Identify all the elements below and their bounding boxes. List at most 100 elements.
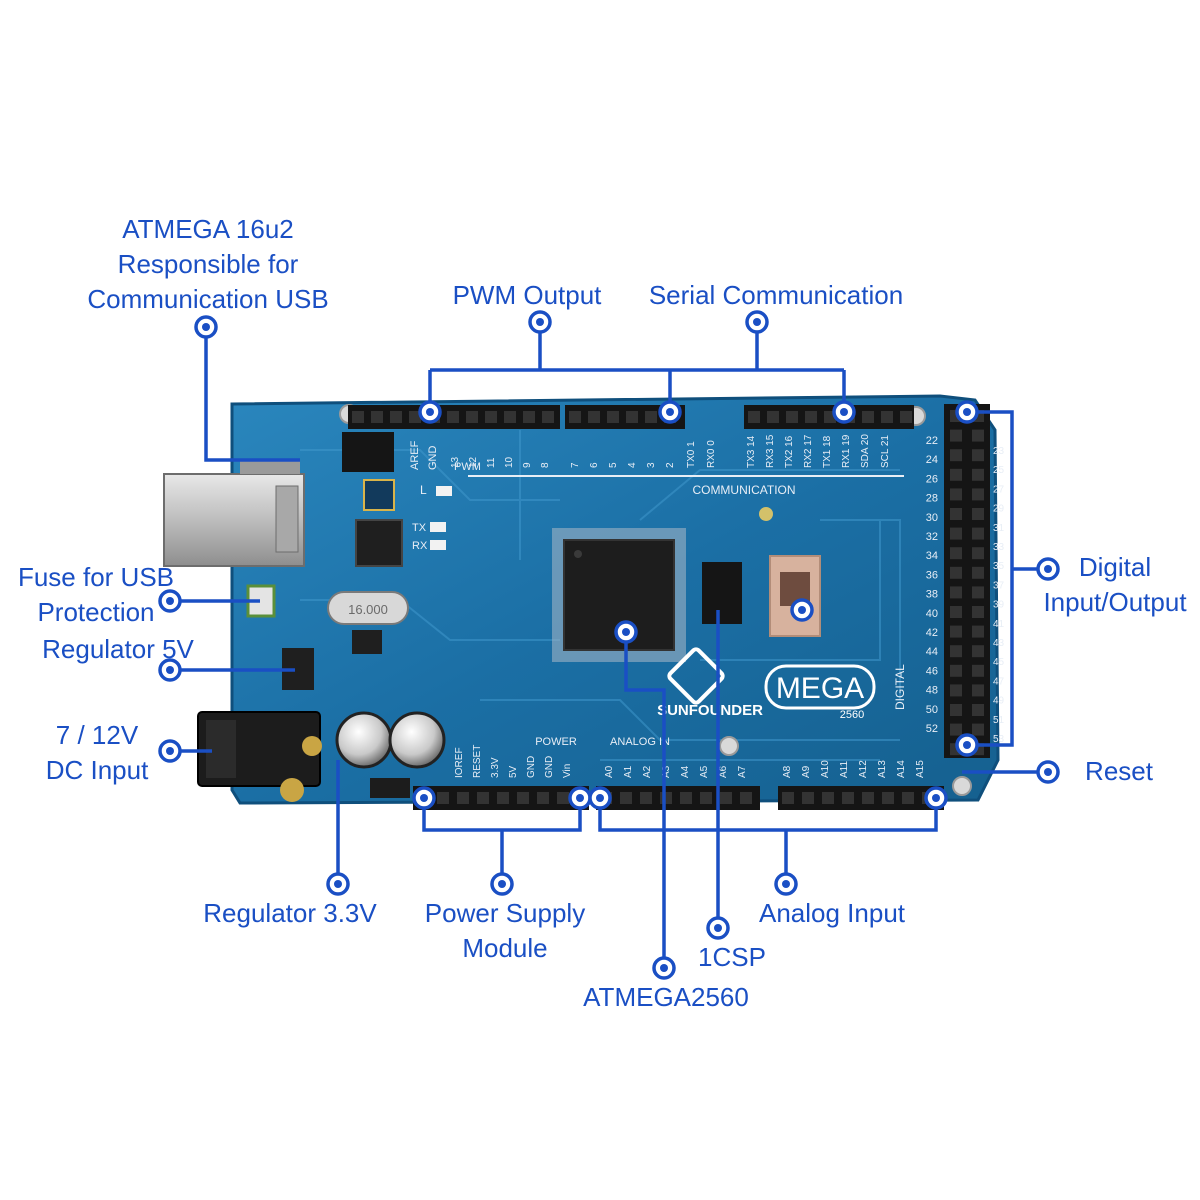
pin-hole xyxy=(972,547,984,560)
pin-label: A9 xyxy=(801,765,812,778)
pin-label: 4 xyxy=(627,462,638,468)
pin-hole xyxy=(477,792,489,804)
pin-label: 44 xyxy=(926,646,938,658)
pwm-label: PWM xyxy=(454,461,481,473)
callout-dot-center xyxy=(1044,565,1052,573)
pin-hole xyxy=(447,411,459,423)
pin-label: 38 xyxy=(926,589,938,601)
pin-label: RX1 19 xyxy=(841,434,852,468)
callout-dot-center xyxy=(1044,768,1052,776)
pin-label: Vin xyxy=(562,764,573,778)
pin-hole xyxy=(569,411,581,423)
analog-in-label: ANALOG IN xyxy=(610,736,670,748)
pin-hole xyxy=(626,411,638,423)
pin-label: 5V xyxy=(508,765,519,778)
callout-dot-center xyxy=(576,794,584,802)
led-rx xyxy=(430,540,446,550)
pin-hole xyxy=(950,547,962,560)
pin-label: 39 xyxy=(993,600,1005,611)
pin-label: A0 xyxy=(604,765,615,778)
pin-hole xyxy=(972,625,984,638)
callout-pwm-output: PWM Output xyxy=(452,280,602,310)
pin-hole xyxy=(882,792,894,804)
pin-hole xyxy=(950,664,962,677)
pin-hole xyxy=(950,625,962,638)
callout-dot-center xyxy=(660,964,668,972)
callout-atmega16u2-line3: Communication USB xyxy=(87,284,329,314)
pin-label: TX2 16 xyxy=(784,435,795,468)
aref-label: AREF xyxy=(409,440,421,470)
pin-label: A5 xyxy=(699,765,710,778)
pin-hole xyxy=(523,411,535,423)
led-tx xyxy=(430,522,446,532)
pin-label: A2 xyxy=(642,765,653,778)
pin-label: TX0 1 xyxy=(686,441,697,468)
pin-label: 12 xyxy=(468,456,479,468)
mega-badge xyxy=(764,664,876,710)
callout-dc-input: 7 / 12V DC Input xyxy=(46,718,149,788)
pin-label: 10 xyxy=(504,456,515,468)
pin-hole xyxy=(950,684,962,697)
leader-analog-input xyxy=(598,798,938,884)
pin-label: 41 xyxy=(993,619,1005,630)
pin-hole xyxy=(805,411,817,423)
pin-hole xyxy=(822,792,834,804)
pin-label: 13 xyxy=(450,456,461,468)
callout-power-supply: Power Supply Module xyxy=(425,896,585,966)
pin-hole xyxy=(902,792,914,804)
icsp-16u2-header xyxy=(342,432,394,472)
callout-power-supply-line2: Module xyxy=(462,933,548,963)
pin-label: 31 xyxy=(993,523,1005,534)
pin-label: A3 xyxy=(661,765,672,778)
gnd-label: GND xyxy=(427,446,439,471)
pin-label: 22 xyxy=(926,435,938,447)
icsp-2560-header xyxy=(702,562,742,624)
capacitor xyxy=(335,711,393,769)
sunfounder-logo: SUNFOUNDER xyxy=(657,647,763,719)
pin-label: 28 xyxy=(926,493,938,505)
pin-hole xyxy=(950,645,962,658)
pin-label: A11 xyxy=(839,761,850,778)
leader-pwm-output xyxy=(428,322,672,412)
callout-dot-center xyxy=(782,880,790,888)
pin-label: 7 xyxy=(570,462,581,468)
pin-hole xyxy=(950,449,962,462)
pin-label: 30 xyxy=(926,512,938,524)
pin-hole xyxy=(782,792,794,804)
pin-label: 26 xyxy=(926,473,938,485)
pin-label: A14 xyxy=(896,760,907,778)
pcb-traces xyxy=(300,430,901,761)
pin-label: SDA 20 xyxy=(860,434,871,468)
pin-hole xyxy=(972,488,984,501)
usb-b-connector xyxy=(163,460,305,567)
led-l xyxy=(436,486,452,496)
pin-label: A12 xyxy=(858,760,869,778)
pin-hole xyxy=(640,792,652,804)
pin-hole xyxy=(950,586,962,599)
leader-power-supply xyxy=(422,798,582,884)
callout-dot-center xyxy=(666,408,674,416)
callout-regulator-3v3: Regulator 3.3V xyxy=(203,898,377,928)
reset-button[interactable] xyxy=(769,555,821,637)
pin-hole xyxy=(950,566,962,579)
capacitor xyxy=(388,711,446,769)
callout-dots xyxy=(158,310,1060,980)
pin-hole xyxy=(972,586,984,599)
pin-label: A4 xyxy=(680,765,691,778)
diode xyxy=(370,778,410,798)
pin-label: A15 xyxy=(915,760,926,778)
leader-atmega2560 xyxy=(624,632,666,968)
mega-board: 16.000 L TX RX SUNFOUNDER xyxy=(163,394,1005,810)
mount-hole xyxy=(719,736,739,756)
pin-hole xyxy=(537,792,549,804)
callout-icsp: 1CSP xyxy=(698,942,766,972)
pin-label: 35 xyxy=(993,561,1005,572)
pin-label: 5 xyxy=(608,462,619,468)
pin-label: 6 xyxy=(589,462,600,468)
pin-label: 47 xyxy=(993,676,1005,687)
pin-label: 2 xyxy=(665,462,676,468)
pin-hole xyxy=(720,792,732,804)
callout-dot-center xyxy=(840,408,848,416)
pin-hole xyxy=(466,411,478,423)
